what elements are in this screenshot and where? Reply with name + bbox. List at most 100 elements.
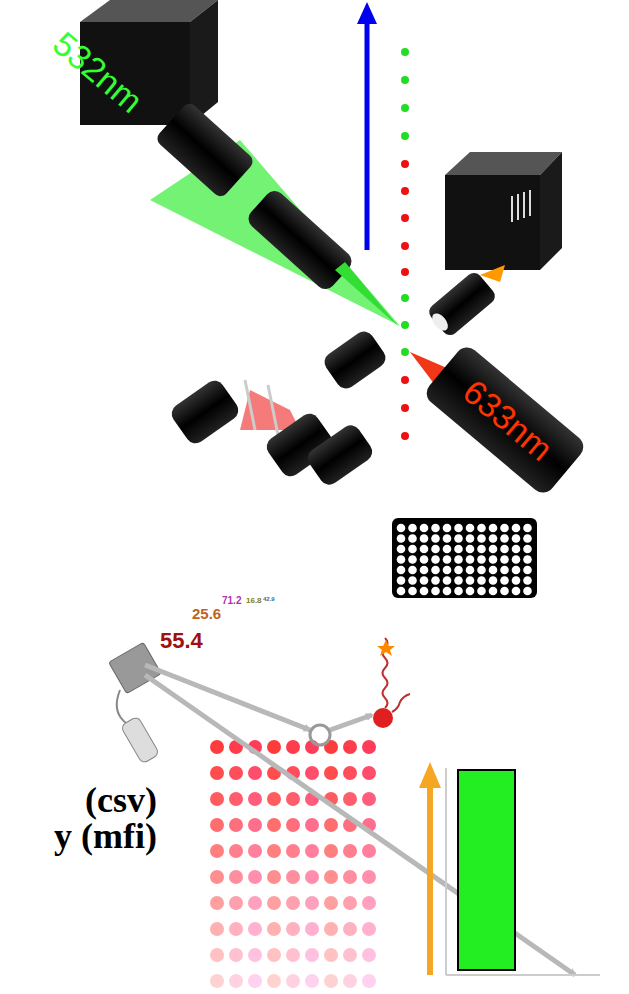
bead: [229, 870, 243, 884]
bead: [343, 870, 357, 884]
well: [523, 545, 532, 554]
well: [420, 555, 429, 564]
bead: [305, 766, 319, 780]
well: [512, 524, 521, 533]
bead: [229, 818, 243, 832]
bead: [305, 922, 319, 936]
bead: [267, 974, 281, 988]
well: [397, 545, 406, 554]
bead: [286, 870, 300, 884]
intensity-value: 25.6: [192, 606, 221, 621]
well: [512, 576, 521, 585]
bead: [229, 922, 243, 936]
intensity-value: 71.2: [222, 596, 241, 606]
well: [512, 555, 521, 564]
well: [443, 545, 452, 554]
bead: [343, 974, 357, 988]
well: [431, 545, 440, 554]
well: [466, 555, 475, 564]
bead: [343, 844, 357, 858]
well: [500, 524, 509, 533]
bead: [305, 948, 319, 962]
bead: [286, 896, 300, 910]
bead: [324, 896, 338, 910]
well: [454, 576, 463, 585]
bead: [324, 766, 338, 780]
bead: [343, 740, 357, 754]
well: [512, 587, 521, 596]
intensity-value: 55.4: [160, 630, 203, 652]
bead: [248, 922, 262, 936]
bead: [343, 766, 357, 780]
bead: [248, 974, 262, 988]
well: [523, 555, 532, 564]
bead: [343, 792, 357, 806]
well: [454, 534, 463, 543]
well: [420, 524, 429, 533]
well: [523, 534, 532, 543]
bead: [267, 844, 281, 858]
bead: [229, 792, 243, 806]
bead-stream: [401, 48, 409, 440]
bead: [267, 818, 281, 832]
well: [500, 587, 509, 596]
chip: [109, 642, 162, 764]
bead: [305, 844, 319, 858]
bead: [286, 818, 300, 832]
well: [408, 576, 417, 585]
bead: [229, 844, 243, 858]
well: [512, 545, 521, 554]
bead: [305, 974, 319, 988]
bead: [324, 844, 338, 858]
well: [408, 555, 417, 564]
output-format: y (mfi): [54, 818, 157, 854]
well: [523, 566, 532, 575]
bead: [210, 766, 224, 780]
well: [466, 534, 475, 543]
bead: [324, 922, 338, 936]
well: [431, 587, 440, 596]
bead: [362, 870, 376, 884]
bead: [362, 766, 376, 780]
well-plate: [392, 518, 537, 598]
bead: [362, 896, 376, 910]
bar-chart: [419, 762, 600, 975]
bead: [210, 948, 224, 962]
detector-camera: [426, 152, 562, 338]
intensity-value: 16.8: [246, 597, 262, 605]
well: [420, 534, 429, 543]
bead: [362, 974, 376, 988]
well: [408, 524, 417, 533]
well: [454, 587, 463, 596]
bead: [210, 844, 224, 858]
well: [443, 566, 452, 575]
well: [443, 555, 452, 564]
bead: [324, 974, 338, 988]
well: [431, 534, 440, 543]
well: [408, 587, 417, 596]
intensity-value: 42.9: [263, 596, 275, 602]
well: [489, 566, 498, 575]
bead: [286, 740, 300, 754]
well: [523, 576, 532, 585]
well: [466, 566, 475, 575]
well: [466, 587, 475, 596]
well: [477, 576, 486, 585]
bead: [248, 870, 262, 884]
well: [489, 576, 498, 585]
output-format: (csv): [85, 782, 157, 818]
selected-bead: [310, 725, 330, 745]
bead: [267, 948, 281, 962]
well: [512, 566, 521, 575]
well: [523, 524, 532, 533]
well: [397, 566, 406, 575]
well: [420, 566, 429, 575]
bead: [286, 922, 300, 936]
bead: [286, 948, 300, 962]
bead: [362, 948, 376, 962]
well: [443, 534, 452, 543]
bead: [324, 948, 338, 962]
well: [489, 587, 498, 596]
well: [443, 524, 452, 533]
well: [454, 524, 463, 533]
